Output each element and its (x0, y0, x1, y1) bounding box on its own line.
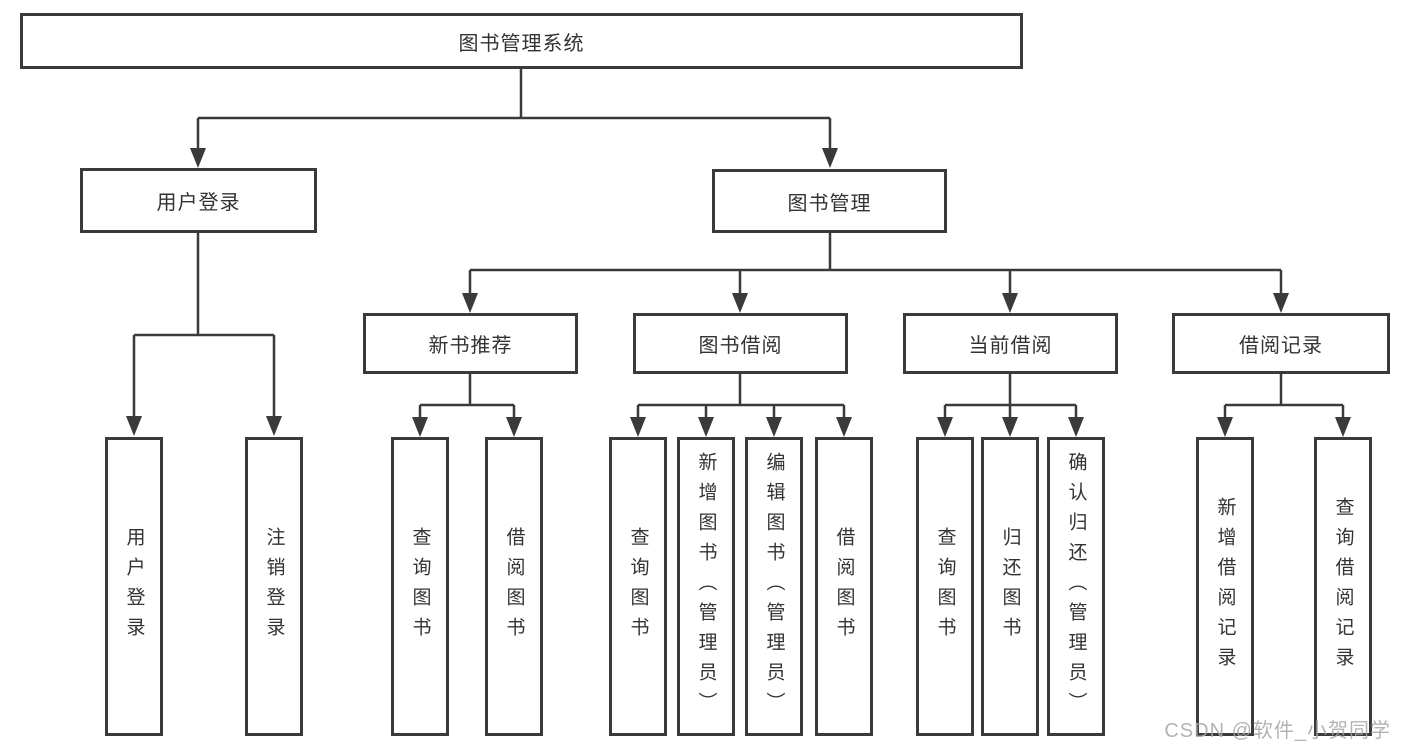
node-box-current-borrowing: 当前借阅 (903, 313, 1118, 374)
leaf-label-query-books-borrowing: 查询图书 (627, 526, 649, 647)
node-box-book-borrowing: 图书借阅 (633, 313, 848, 374)
leaf-label-edit-book-admin: 编辑图书（管理员） (763, 451, 785, 722)
node-label-user-login: 用户登录 (156, 192, 241, 214)
leaf-box-add-book-admin: 新增图书（管理员） (677, 437, 735, 736)
leaf-box-borrow-books-recommend: 借阅图书 (485, 437, 543, 736)
leaf-box-query-books-recommend: 查询图书 (391, 437, 449, 736)
leaf-box-return-books: 归还图书 (981, 437, 1039, 736)
node-box-book-management: 图书管理 (712, 169, 947, 233)
leaf-box-logout: 注销登录 (245, 437, 303, 736)
leaf-box-query-books-borrowing: 查询图书 (609, 437, 667, 736)
node-box-library-management-system: 图书管理系统 (20, 13, 1023, 69)
watermark-text: CSDN @软件_小贺同学 (1164, 720, 1391, 742)
leaf-box-borrow-books-borrowing: 借阅图书 (815, 437, 873, 736)
node-label-borrowing-records: 借阅记录 (1239, 335, 1323, 357)
leaf-box-add-borrow-record: 新增借阅记录 (1196, 437, 1254, 736)
node-box-borrowing-records: 借阅记录 (1172, 313, 1390, 374)
node-label-current-borrowing: 当前借阅 (968, 335, 1053, 357)
leaf-label-add-borrow-record: 新增借阅记录 (1214, 496, 1236, 677)
node-label-new-book-recommend: 新书推荐 (428, 335, 513, 357)
leaf-label-query-borrow-record: 查询借阅记录 (1332, 496, 1354, 677)
leaf-label-user-login: 用户登录 (123, 526, 145, 647)
leaf-label-borrow-books-borrowing: 借阅图书 (833, 526, 855, 647)
node-label-book-borrowing: 图书借阅 (698, 335, 783, 357)
leaf-label-logout: 注销登录 (263, 526, 285, 647)
leaf-box-user-login: 用户登录 (105, 437, 163, 736)
leaf-label-query-books-current: 查询图书 (934, 526, 956, 647)
node-box-new-book-recommend: 新书推荐 (363, 313, 578, 374)
leaf-box-query-borrow-record: 查询借阅记录 (1314, 437, 1372, 736)
leaf-label-query-books-recommend: 查询图书 (409, 526, 431, 647)
leaf-label-add-book-admin: 新增图书（管理员） (695, 451, 717, 722)
leaf-label-confirm-return-admin: 确认归还（管理员） (1065, 451, 1087, 722)
leaf-box-confirm-return-admin: 确认归还（管理员） (1047, 437, 1105, 736)
leaf-box-edit-book-admin: 编辑图书（管理员） (745, 437, 803, 736)
node-label-library-management-system: 图书管理系统 (458, 32, 585, 55)
leaf-label-borrow-books-recommend: 借阅图书 (503, 526, 525, 647)
node-label-book-management: 图书管理 (787, 192, 872, 215)
node-box-user-login: 用户登录 (80, 168, 317, 233)
leaf-label-return-books: 归还图书 (999, 526, 1021, 647)
leaf-box-query-books-current: 查询图书 (916, 437, 974, 736)
